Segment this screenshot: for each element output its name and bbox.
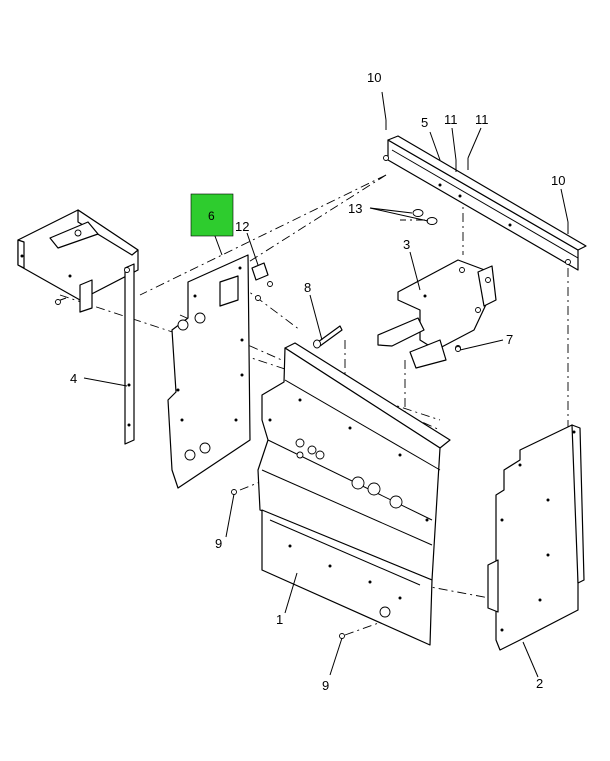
part-2-right-panel (487, 424, 585, 651)
callout-5: 5 (421, 115, 428, 130)
highlight-box (190, 193, 234, 237)
callout-11-left: 11 (444, 112, 458, 127)
callout-9-bottom: 9 (322, 678, 329, 693)
callout-8: 8 (304, 280, 311, 295)
callout-1: 1 (276, 612, 283, 627)
callout-10-right: 10 (551, 173, 565, 188)
part-3-center-bracket (377, 259, 497, 369)
part-6-side-panel (167, 254, 273, 489)
callout-6: 6 (208, 209, 215, 223)
part-5-top-rail (383, 120, 587, 271)
leader-lines (83, 91, 569, 678)
callout-11-right: 11 (475, 112, 489, 127)
part-4-left-bracket (17, 209, 139, 445)
callout-labels: 10 5 11 11 10 13 6 12 3 8 7 4 9 1 9 2 (70, 70, 565, 693)
callout-3: 3 (403, 237, 410, 252)
callout-4: 4 (70, 371, 77, 386)
callout-12: 12 (235, 219, 249, 234)
part-8-bolt (313, 325, 343, 349)
callout-2: 2 (536, 676, 543, 691)
callout-10-top: 10 (367, 70, 381, 85)
part-13-fasteners (412, 209, 438, 225)
callout-7: 7 (506, 332, 513, 347)
part-1-center-panel (257, 342, 451, 646)
callout-9-left: 9 (215, 536, 222, 551)
callout-13: 13 (348, 201, 362, 216)
